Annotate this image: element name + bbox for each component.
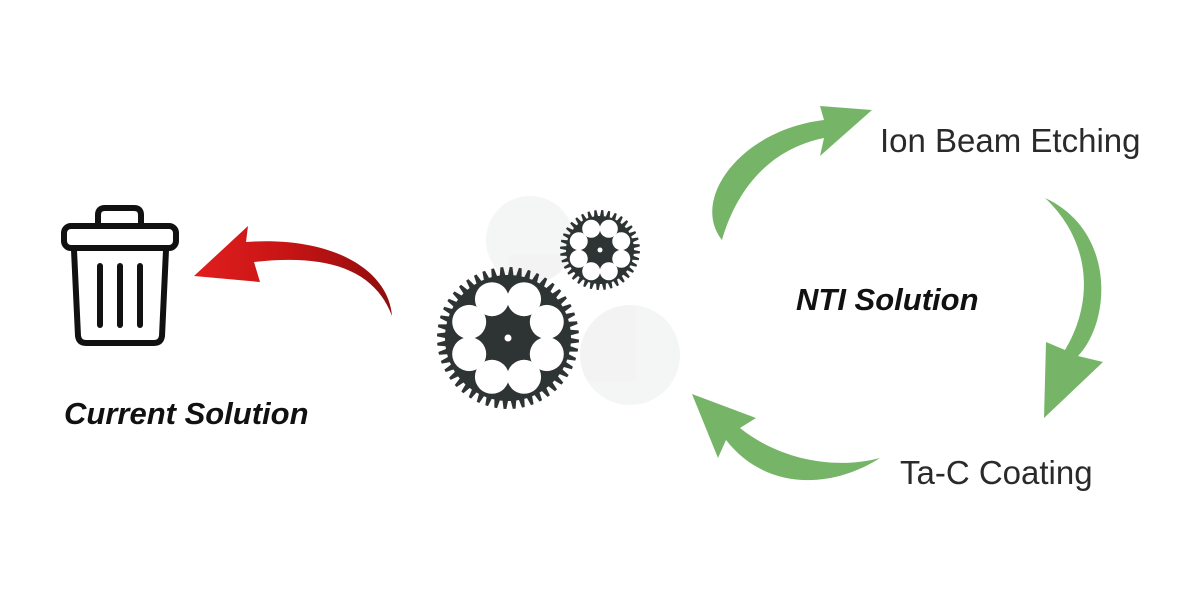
large-gear-icon <box>437 267 579 409</box>
trash-can-icon <box>61 205 179 346</box>
nti-solution-label: NTI Solution <box>796 282 979 317</box>
small-gear-icon <box>560 210 640 290</box>
red-arrow-icon <box>194 226 392 316</box>
green-arrow-bottom-icon <box>692 394 880 481</box>
green-arrow-right-icon <box>1044 198 1103 418</box>
current-solution-label: Current Solution <box>64 396 309 431</box>
ghost-gears <box>486 196 680 405</box>
ta-c-coating-label: Ta-C Coating <box>900 454 1093 491</box>
green-arrow-top-icon <box>712 106 872 240</box>
ion-beam-etching-label: Ion Beam Etching <box>880 122 1141 159</box>
